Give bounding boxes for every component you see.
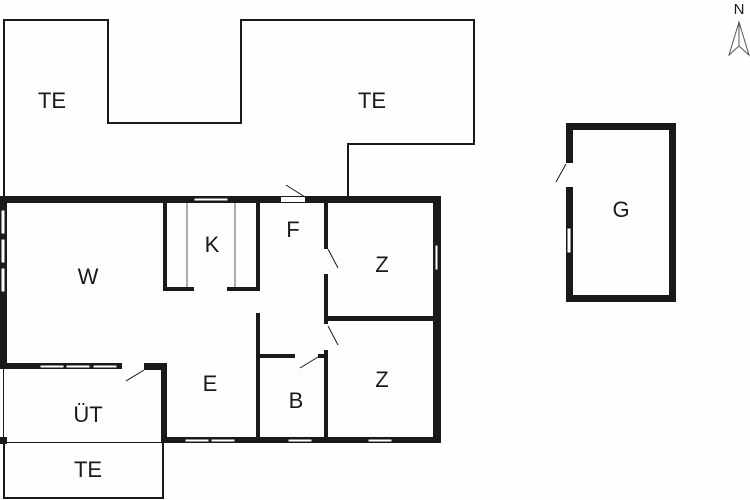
room-label-dining: E bbox=[202, 371, 218, 396]
wall-kitchen-left bbox=[163, 199, 167, 291]
garage-wall-bottom bbox=[566, 295, 676, 302]
room-label-kitchen: K bbox=[204, 232, 220, 257]
room-label-terrace-left: TE bbox=[37, 88, 67, 113]
wall-bath-north bbox=[256, 354, 295, 358]
room-label-bedroom-1: Z bbox=[375, 252, 389, 277]
wall-bedrooms-west-2 bbox=[324, 274, 328, 324]
room-label-bedroom-2: Z bbox=[375, 367, 389, 392]
room-label-living: W bbox=[77, 264, 99, 289]
compass-label: N bbox=[733, 1, 745, 18]
wall-ut-corner bbox=[0, 437, 7, 444]
window-living-south-3 bbox=[92, 364, 118, 369]
door-bedroom-2-swing bbox=[327, 325, 339, 346]
window-living-south-1 bbox=[39, 364, 65, 369]
window-kitchen bbox=[193, 197, 229, 202]
wall-bath-north-stub bbox=[318, 354, 326, 358]
north-arrow-icon bbox=[728, 20, 750, 57]
garage-wall-left-1 bbox=[566, 123, 573, 163]
window-living-1 bbox=[0, 209, 6, 235]
door-bath-swing bbox=[299, 356, 319, 369]
room-label-bathroom: B bbox=[288, 388, 304, 413]
wall-bedrooms-divider bbox=[324, 316, 436, 321]
door-entry-gap bbox=[281, 197, 305, 202]
door-entry-swing bbox=[285, 184, 306, 198]
window-dining-1 bbox=[184, 438, 210, 443]
window-living-south-2 bbox=[65, 364, 91, 369]
garage-floor bbox=[566, 124, 676, 302]
window-dining-2 bbox=[210, 438, 236, 443]
room-label-garage: G bbox=[612, 197, 630, 222]
room-label-utility: ÜT bbox=[73, 402, 103, 427]
door-utility-swing bbox=[125, 369, 145, 382]
window-bath bbox=[287, 438, 313, 443]
room-label-hallway: F bbox=[286, 217, 300, 242]
door-bedroom-1-swing bbox=[327, 248, 339, 269]
window-bedroom-2 bbox=[367, 438, 393, 443]
wall-kitchen-right bbox=[256, 199, 260, 291]
compass: N bbox=[726, 2, 750, 18]
window-living-2 bbox=[0, 238, 6, 264]
wall-kitchen-bottom-right bbox=[227, 287, 260, 291]
wall-ut-east bbox=[161, 363, 167, 443]
garage-wall-top bbox=[566, 123, 676, 130]
wall-ut-east-top bbox=[144, 363, 167, 370]
room-label-terrace-bottom: TE bbox=[73, 457, 103, 482]
garage-wall-right bbox=[669, 123, 676, 302]
wall-right bbox=[433, 196, 441, 443]
garage-door-swing bbox=[555, 163, 567, 183]
wall-bath-west bbox=[256, 313, 260, 440]
terrace-bottom-outline bbox=[3, 441, 164, 499]
terrace-top-outline bbox=[3, 19, 475, 200]
wall-bedrooms-west-3 bbox=[324, 350, 328, 440]
window-living-3 bbox=[0, 267, 6, 293]
wall-kitchen-bottom-left bbox=[163, 287, 194, 291]
window-bedroom-1 bbox=[434, 244, 439, 271]
room-label-terrace-right: TE bbox=[357, 88, 387, 113]
garage-window bbox=[566, 227, 572, 254]
wall-bedrooms-west-1 bbox=[324, 199, 328, 249]
